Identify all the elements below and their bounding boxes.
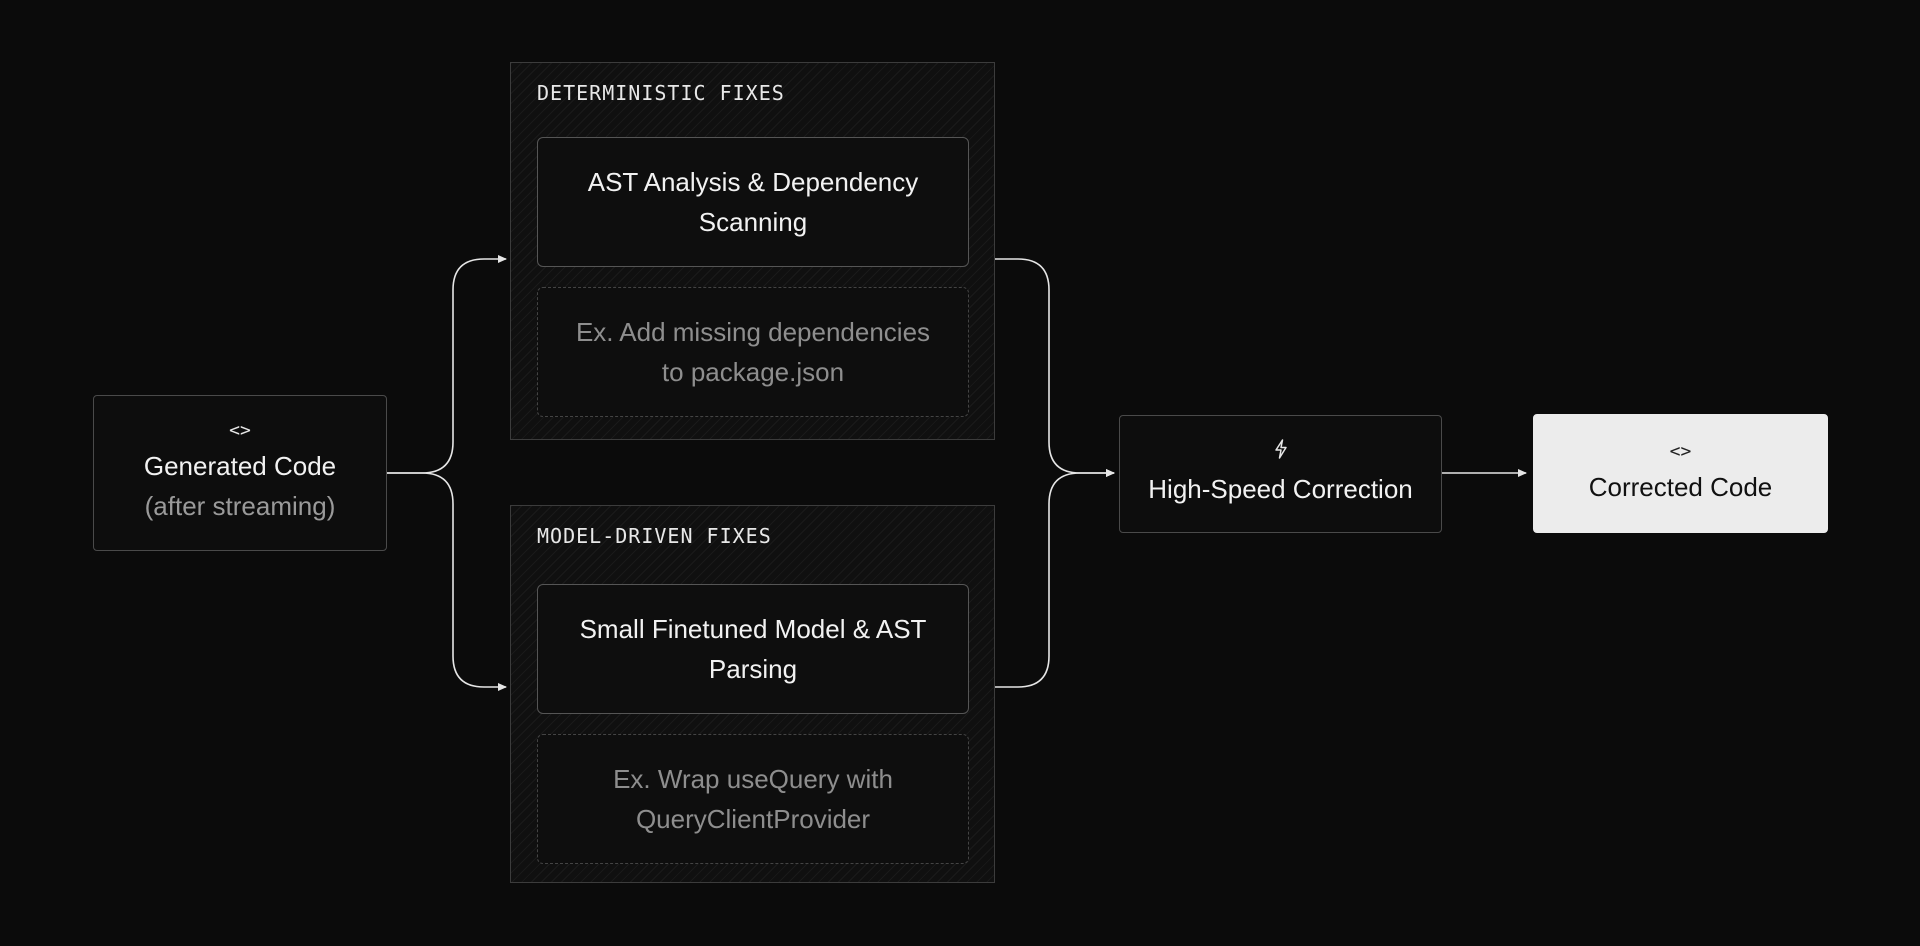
connector-source-to-deterministic (387, 255, 507, 474)
method-box: Small Finetuned Model & AST Parsing (537, 584, 969, 714)
connector-deterministic-to-correction (995, 258, 1115, 477)
correction-label: High-Speed Correction (1148, 474, 1413, 504)
generated-code-subtitle: (after streaming) (144, 491, 336, 521)
generated-code-node: <> Generated Code (after streaming) (93, 395, 387, 551)
high-speed-correction-node: High-Speed Correction (1119, 415, 1442, 533)
method-label: Small Finetuned Model & AST Parsing (579, 614, 927, 684)
group-title: MODEL-DRIVEN FIXES (537, 524, 772, 548)
corrected-code-label: Corrected Code (1588, 471, 1773, 502)
code-brackets-icon: <> (1669, 440, 1692, 462)
example-box: Ex. Add missing dependencies to package.… (537, 287, 969, 417)
example-label: Ex. Wrap useQuery with QueryClientProvid… (613, 764, 893, 834)
code-brackets-icon: <> (229, 420, 251, 441)
connector-source-to-model-driven (387, 472, 507, 691)
generated-code-title: Generated Code (143, 451, 337, 481)
lightning-bolt-icon (1273, 439, 1289, 465)
example-label: Ex. Add missing dependencies to package.… (575, 317, 931, 387)
example-box: Ex. Wrap useQuery with QueryClientProvid… (537, 734, 969, 864)
connector-model-driven-to-correction (995, 469, 1115, 688)
group-title: DETERMINISTIC FIXES (537, 81, 785, 105)
corrected-code-node: <> Corrected Code (1533, 414, 1828, 533)
method-box: AST Analysis & Dependency Scanning (537, 137, 969, 267)
model-driven-fixes-group: MODEL-DRIVEN FIXES Small Finetuned Model… (510, 505, 995, 883)
method-label: AST Analysis & Dependency Scanning (587, 167, 919, 237)
deterministic-fixes-group: DETERMINISTIC FIXES AST Analysis & Depen… (510, 62, 995, 440)
